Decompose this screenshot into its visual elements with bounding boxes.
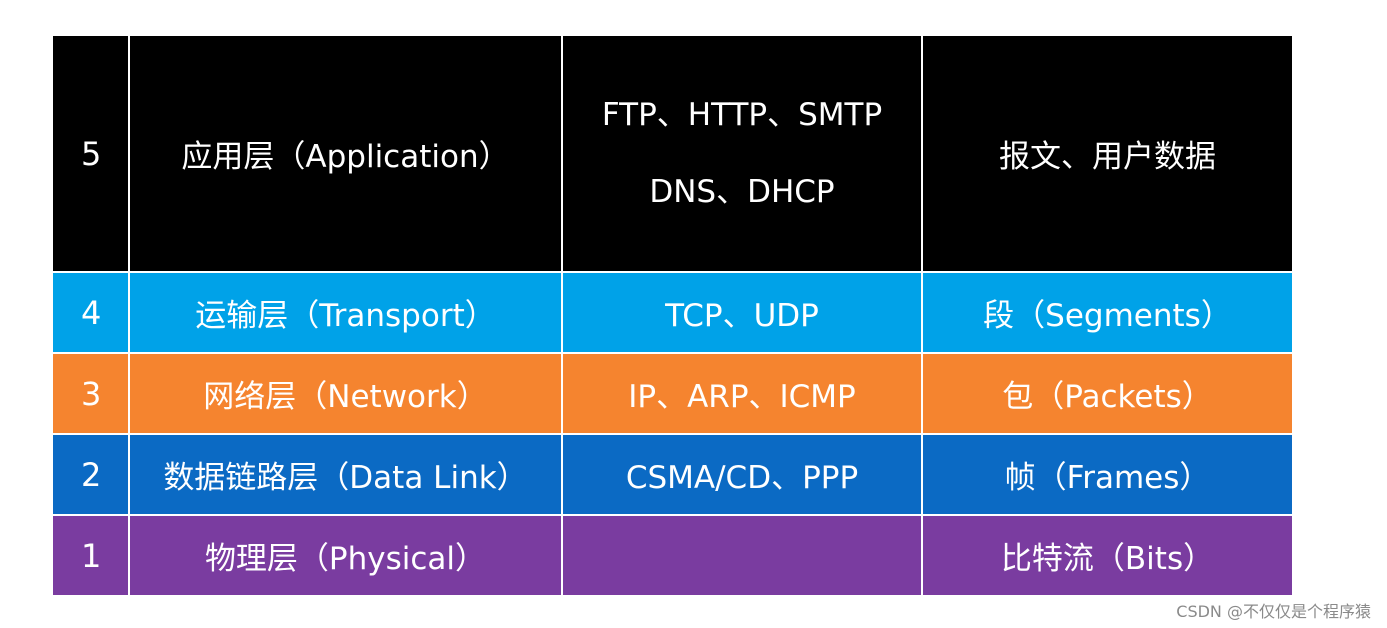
table-row-layer-1: 1 物理层（Physical） 比特流（Bits） — [53, 514, 1292, 595]
layer-protocols: TCP、UDP — [561, 271, 923, 354]
layer-data-unit: 包（Packets） — [921, 352, 1292, 435]
layer-number: 2 — [53, 433, 130, 516]
layer-protocols: FTP、HTTP、SMTP DNS、DHCP — [561, 36, 923, 273]
layer-data-unit: 帧（Frames） — [921, 433, 1292, 516]
layer-name: 应用层（Application） — [128, 36, 563, 273]
table-row-layer-2: 2 数据链路层（Data Link） CSMA/CD、PPP 帧（Frames） — [53, 433, 1292, 516]
layer-data-unit: 段（Segments） — [921, 271, 1292, 354]
layer-protocols — [561, 514, 923, 595]
layer-name: 运输层（Transport） — [128, 271, 563, 354]
table-row-layer-4: 4 运输层（Transport） TCP、UDP 段（Segments） — [53, 271, 1292, 354]
table-row-layer-5: 5 应用层（Application） FTP、HTTP、SMTP DNS、DHC… — [53, 36, 1292, 273]
layer-protocols: IP、ARP、ICMP — [561, 352, 923, 435]
protocol-line: FTP、HTTP、SMTP — [601, 96, 883, 133]
table-row-layer-3: 3 网络层（Network） IP、ARP、ICMP 包（Packets） — [53, 352, 1292, 435]
layer-protocols: CSMA/CD、PPP — [561, 433, 923, 516]
layer-data-unit: 报文、用户数据 — [921, 36, 1292, 273]
layer-name: 物理层（Physical） — [128, 514, 563, 595]
protocol-line: DNS、DHCP — [649, 173, 835, 210]
layer-name: 网络层（Network） — [128, 352, 563, 435]
layer-name: 数据链路层（Data Link） — [128, 433, 563, 516]
layer-number: 4 — [53, 271, 130, 354]
layer-number: 3 — [53, 352, 130, 435]
watermark-text: CSDN @不仅仅是个程序猿 — [1176, 602, 1371, 621]
layer-number: 1 — [53, 514, 130, 595]
layer-data-unit: 比特流（Bits） — [921, 514, 1292, 595]
network-layers-table-wrapper: 5 应用层（Application） FTP、HTTP、SMTP DNS、DHC… — [53, 36, 1292, 595]
network-layers-table: 5 应用层（Application） FTP、HTTP、SMTP DNS、DHC… — [53, 36, 1292, 595]
layer-number: 5 — [53, 36, 130, 273]
